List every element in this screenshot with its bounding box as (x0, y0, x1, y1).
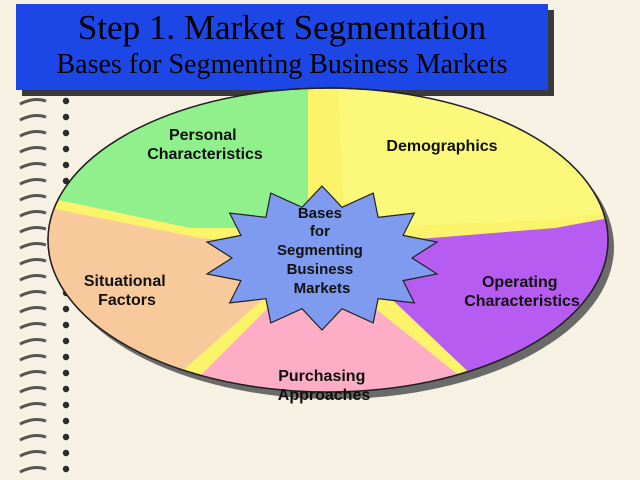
title-banner: Step 1. Market Segmentation Bases for Se… (16, 4, 548, 90)
slide-title: Step 1. Market Segmentation (77, 8, 487, 47)
spiral-ring (19, 418, 47, 426)
spiral-ring (19, 162, 47, 170)
spiral-hole (62, 401, 70, 409)
spiral-hole (62, 129, 70, 137)
spiral-ring (19, 210, 47, 218)
label-personal: Personal Characteristics (147, 127, 263, 163)
spiral-ring (19, 258, 47, 266)
ellipse-outline (47, 87, 609, 393)
spiral-ring (19, 338, 47, 346)
spiral-hole (62, 449, 70, 457)
spiral-ring (19, 274, 47, 282)
spiral-ring (19, 402, 47, 410)
spiral-ring (19, 242, 47, 250)
spiral-hole (62, 353, 70, 361)
spiral-ring (19, 178, 47, 186)
label-operating: Operating Characteristics (464, 274, 580, 310)
spiral-ring (19, 466, 47, 474)
spiral-ring (19, 354, 47, 362)
spiral-hole (62, 417, 70, 425)
spiral-ring (19, 98, 47, 106)
spiral-hole (62, 433, 70, 441)
spiral-hole (62, 369, 70, 377)
spiral-ring (19, 114, 47, 122)
spiral-hole (62, 145, 70, 153)
spiral-ring (19, 450, 47, 458)
spiral-ring (19, 226, 47, 234)
segment-purchasing[interactable] (176, 306, 490, 400)
spiral-ring (19, 306, 47, 314)
spiral-ring (19, 386, 47, 394)
slide-subtitle: Bases for Segmenting Business Markets (56, 49, 508, 80)
label-purchasing: Purchasing Approaches (278, 368, 371, 404)
spiral-ring (19, 194, 47, 202)
spiral-hole (62, 337, 70, 345)
label-situational: Situational Factors (84, 273, 170, 309)
spiral-hole (62, 321, 70, 329)
spiral-ring (19, 290, 47, 298)
spiral-ring (19, 130, 47, 138)
spiral-hole (62, 385, 70, 393)
spiral-hole (62, 305, 70, 313)
spiral-hole (62, 97, 70, 105)
spiral-ring (19, 434, 47, 442)
center-label: Bases for Segmenting Business Markets (277, 205, 367, 297)
spiral-hole (62, 113, 70, 121)
spiral-hole (62, 177, 70, 185)
label-demographics: Demographics (386, 138, 497, 155)
spiral-ring (19, 370, 47, 378)
spiral-ring (19, 146, 47, 154)
spiral-ring (19, 322, 47, 330)
segment-demographics[interactable] (338, 90, 620, 228)
spiral-hole (62, 161, 70, 169)
spiral-hole (62, 465, 70, 473)
center-starburst (205, 185, 439, 331)
